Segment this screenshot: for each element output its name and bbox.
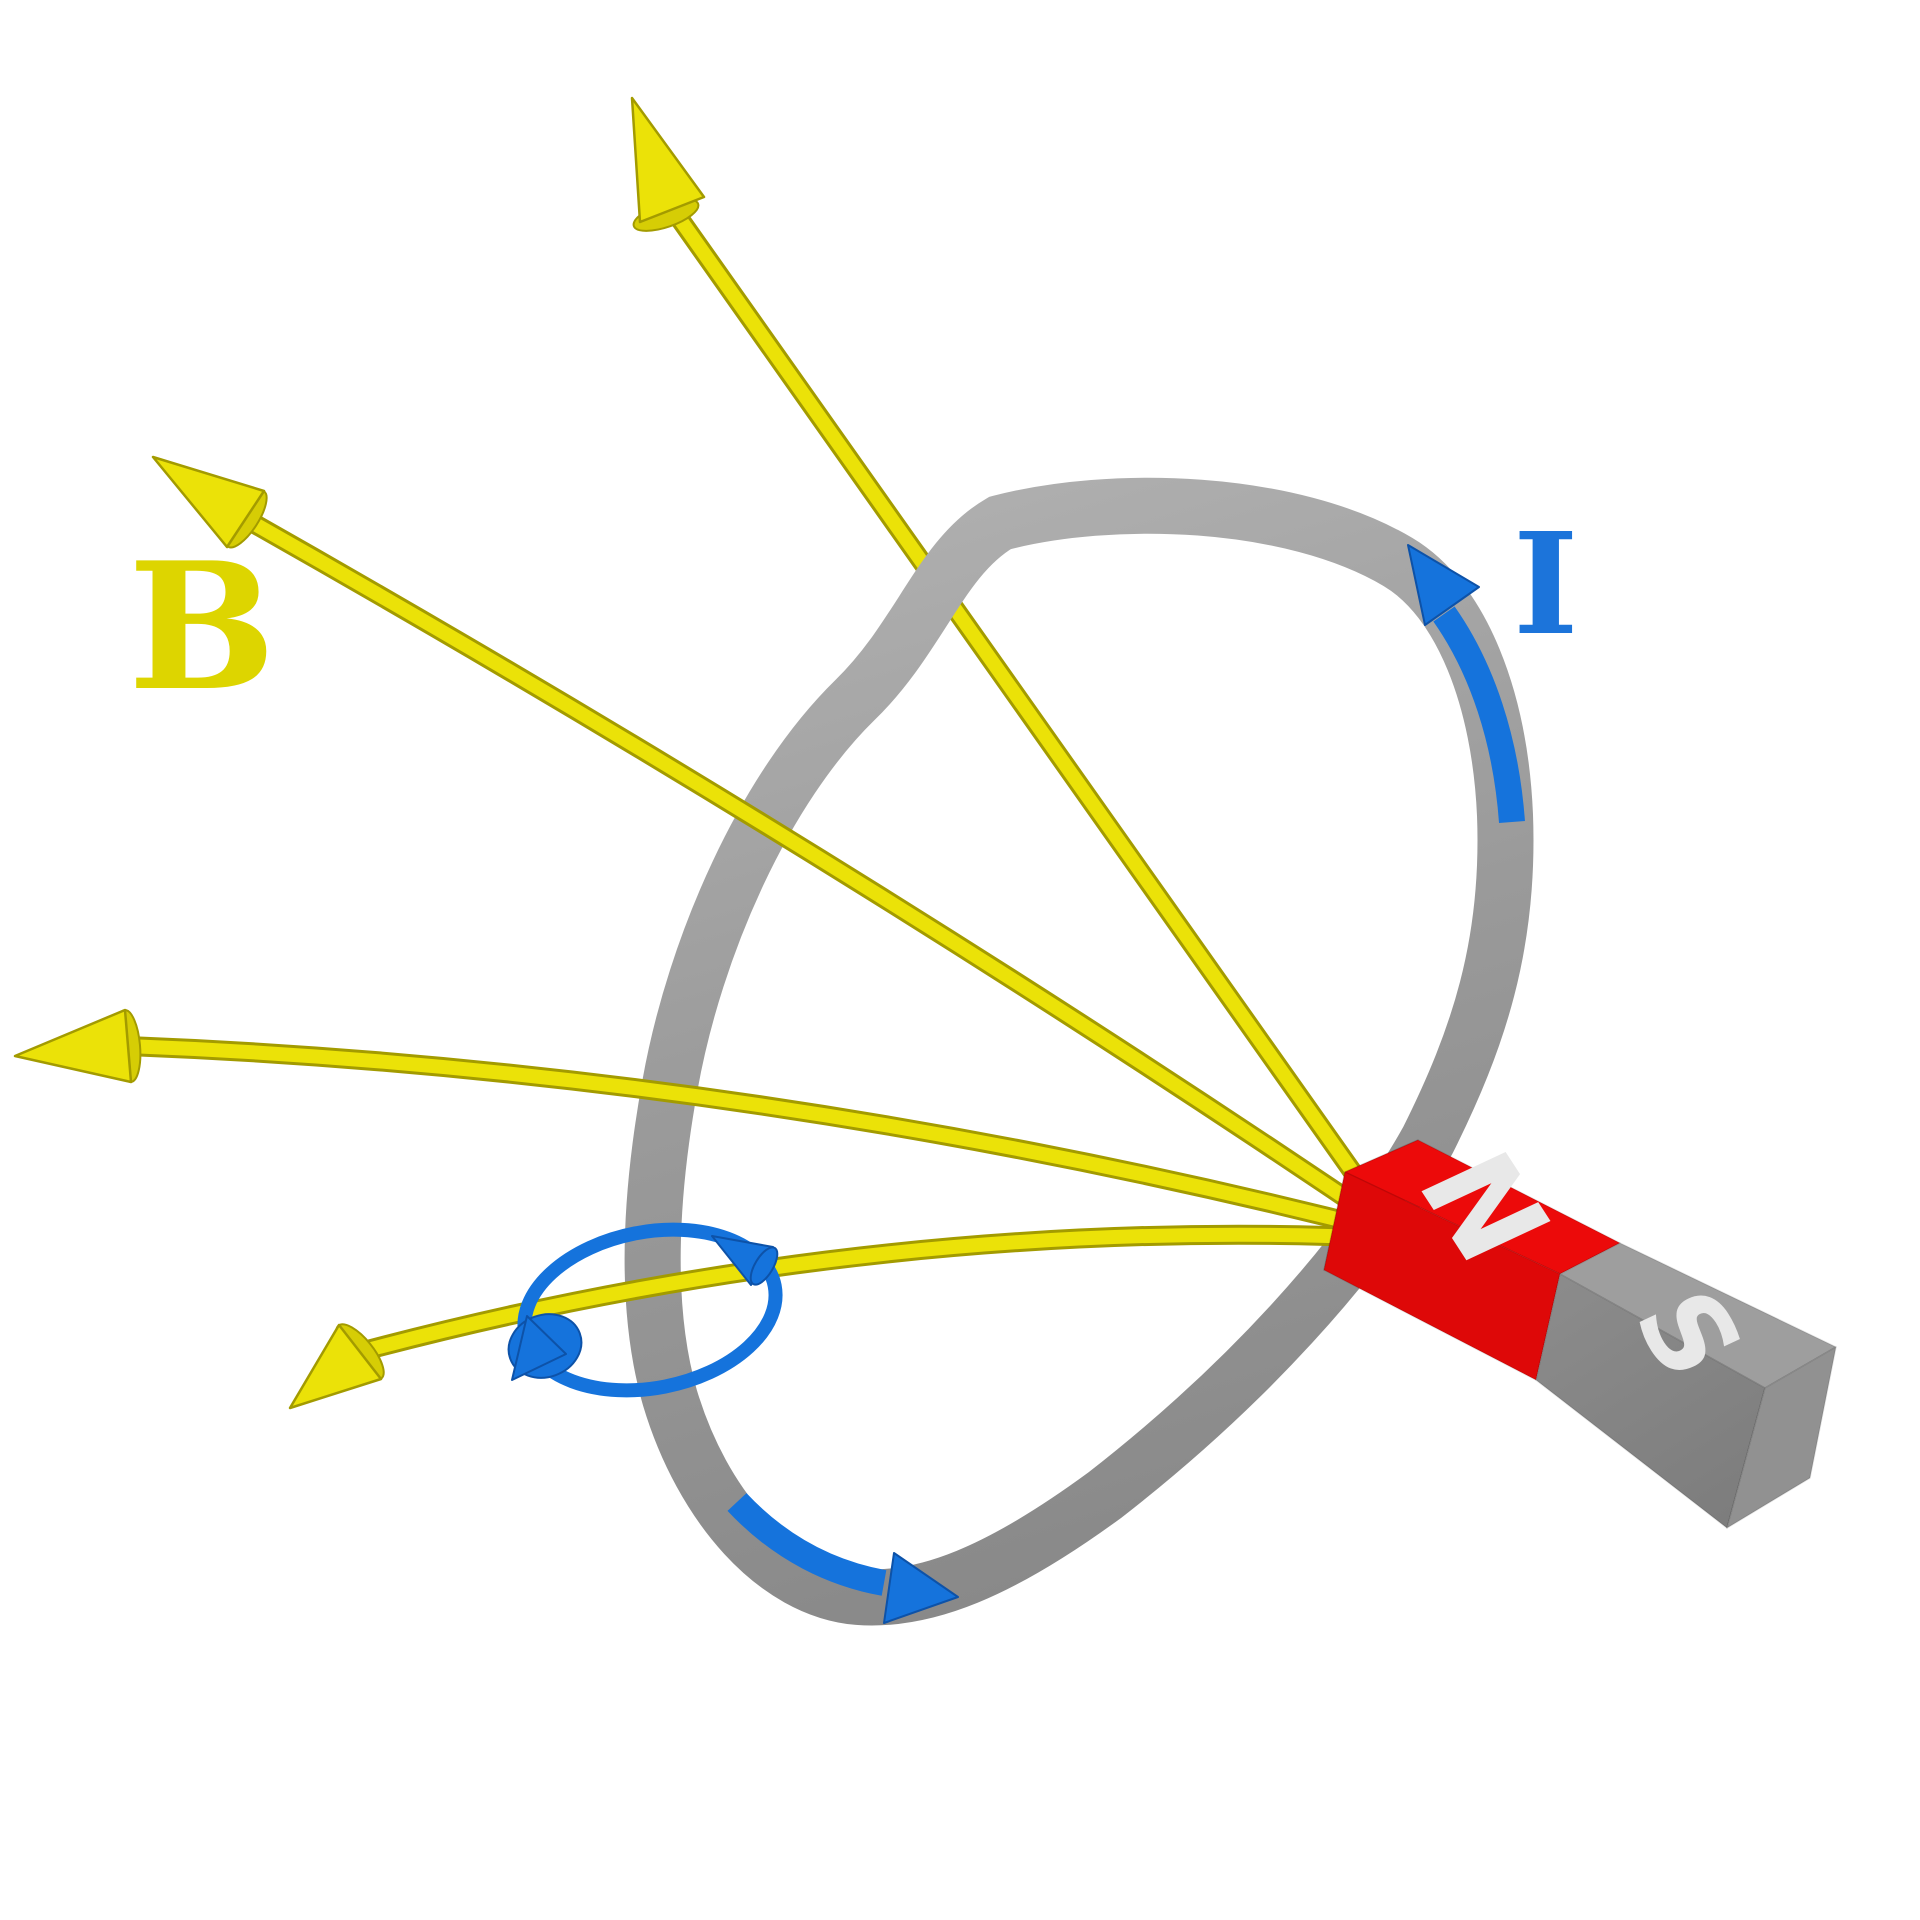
current-label-i: I xyxy=(1513,503,1579,667)
circulation-arrowhead-base xyxy=(749,1246,779,1286)
field-label-b: B xyxy=(128,525,276,730)
field-circulation-ring xyxy=(507,1222,783,1398)
field-arrowhead-icon xyxy=(630,96,706,224)
magnet-south-cap xyxy=(1726,1346,1837,1529)
current-arrowhead-icon xyxy=(1407,544,1480,626)
field-line-path xyxy=(665,201,1395,1229)
field-line-lower-left xyxy=(288,1224,1396,1410)
field-line-path xyxy=(239,512,1397,1235)
current-ribbon xyxy=(1433,606,1525,823)
field-line-left xyxy=(13,1008,1398,1242)
field-line-path xyxy=(353,1227,1393,1359)
field-line-upper-left xyxy=(151,455,1400,1238)
field-arrowhead-icon xyxy=(288,1323,383,1410)
field-arrowhead-icon xyxy=(151,455,266,549)
bar-magnet: N S xyxy=(1323,1131,1837,1529)
field-line-path xyxy=(121,1039,1395,1239)
induced-current-arrow-top xyxy=(1407,544,1525,823)
field-arrowhead-icon xyxy=(13,1008,133,1084)
current-arrowhead-icon xyxy=(883,1552,959,1624)
field-line-up xyxy=(630,96,1398,1232)
current-ribbon xyxy=(727,1493,887,1596)
circulation-arrowhead-tip xyxy=(511,1315,567,1381)
induced-current-arrow-bottom xyxy=(727,1493,959,1624)
